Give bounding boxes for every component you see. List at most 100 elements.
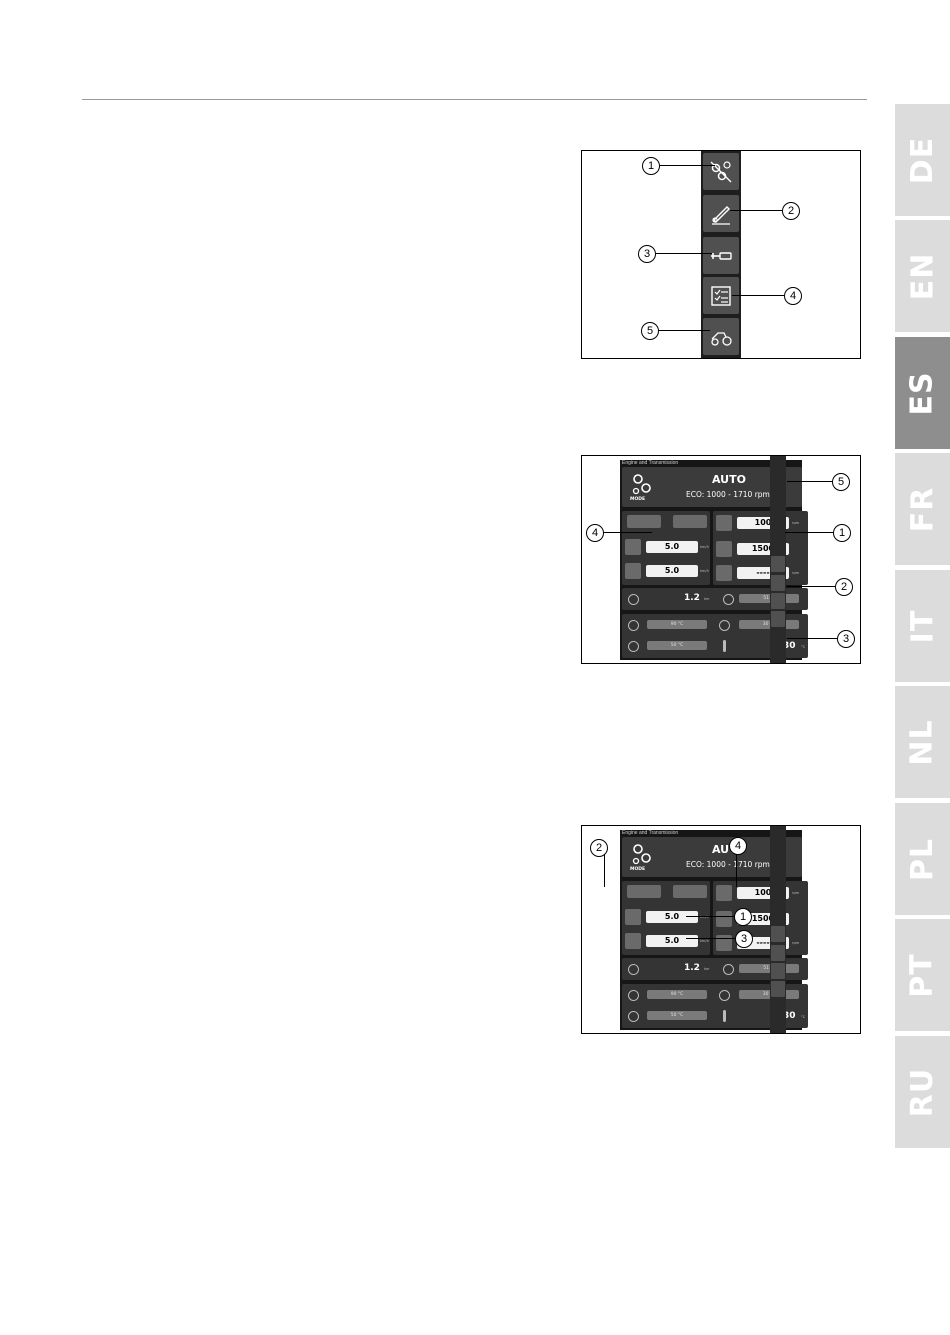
callout-2: 2 bbox=[590, 839, 608, 857]
coolant-temp-bar: 90 °C bbox=[647, 620, 707, 629]
speed-set-1-icon bbox=[625, 909, 641, 925]
speed-panel: 5.0 km/h 5.0 km/h bbox=[622, 881, 710, 955]
lang-tab-nl[interactable]: NL bbox=[895, 686, 950, 798]
side-menu bbox=[770, 456, 786, 663]
lang-tab-ru[interactable]: RU bbox=[895, 1036, 950, 1148]
lang-tab-en[interactable]: EN bbox=[895, 220, 950, 332]
fuel-icon bbox=[719, 620, 730, 631]
callout-3: 3 bbox=[837, 630, 855, 648]
callout-5: 5 bbox=[832, 473, 850, 491]
lang-tab-pt[interactable]: PT bbox=[895, 919, 950, 1031]
side-engine-icon[interactable] bbox=[771, 556, 785, 572]
side-engine-icon[interactable] bbox=[771, 926, 785, 942]
header-rule bbox=[82, 99, 867, 100]
callout-3: 3 bbox=[638, 245, 656, 263]
speed-field-1[interactable]: 5.0 bbox=[646, 541, 698, 553]
rpm-memory-3-icon bbox=[716, 935, 732, 951]
cruise-preset-2-button[interactable] bbox=[673, 515, 707, 528]
rpm-memory-1-icon bbox=[716, 515, 732, 531]
fuel-icon bbox=[719, 990, 730, 1001]
engine-load-bar: 51 % bbox=[739, 964, 799, 973]
oil-temp-bar: 50 °C bbox=[647, 1011, 707, 1020]
transmission-oil-icon bbox=[628, 1011, 639, 1022]
rpm-memory-1-icon bbox=[716, 885, 732, 901]
lang-tab-it[interactable]: IT bbox=[895, 570, 950, 682]
callout-1: 1 bbox=[642, 157, 660, 175]
thermometer-icon bbox=[723, 640, 726, 652]
hitch-icon[interactable] bbox=[703, 237, 739, 274]
coolant-temp-bar: 90 °C bbox=[647, 990, 707, 999]
rpm-memory-3-icon bbox=[716, 565, 732, 581]
side-checklist-icon[interactable] bbox=[771, 981, 785, 997]
lang-tab-es[interactable]: ES bbox=[895, 337, 950, 449]
figure-engine-screen: Engine and Transmission MODE AUTO ECO: 1… bbox=[581, 455, 861, 664]
lang-tab-de[interactable]: DE bbox=[895, 104, 950, 216]
distance-icon bbox=[628, 964, 639, 975]
screen-title: Engine and Transmission bbox=[622, 460, 679, 466]
tractor-icon[interactable] bbox=[703, 318, 739, 355]
gearbox-mode-icon[interactable] bbox=[630, 471, 654, 497]
rpm-panel: 100 rpm 1500 ---- rpm bbox=[713, 511, 808, 585]
engine-coolant-icon bbox=[628, 990, 639, 1001]
checklist-icon[interactable] bbox=[703, 277, 739, 314]
lang-tab-pl[interactable]: PL bbox=[895, 803, 950, 915]
speed-set-2-icon bbox=[625, 933, 641, 949]
rpm-panel: 100 rpm 1500 ---- rpm bbox=[713, 881, 808, 955]
engine-coolant-icon bbox=[628, 620, 639, 631]
callout-4: 4 bbox=[784, 287, 802, 305]
gearbox-mode-icon[interactable] bbox=[630, 841, 654, 867]
speed-field-2[interactable]: 5.0 bbox=[646, 565, 698, 577]
figure-engine-screen-detail: Engine and Transmission MODE AUTO ECO: 1… bbox=[581, 825, 861, 1034]
callout-1: 1 bbox=[833, 524, 851, 542]
menu-strip bbox=[701, 151, 741, 358]
engine-load-icon bbox=[723, 964, 734, 975]
engine-transmission-icon[interactable] bbox=[703, 153, 739, 190]
speed-field-1[interactable]: 5.0 bbox=[646, 911, 698, 923]
rpm-memory-2-icon bbox=[716, 541, 732, 557]
mode-label: MODE bbox=[630, 867, 646, 872]
side-hitch-icon[interactable] bbox=[771, 963, 785, 979]
eco-range: ECO: 1000 - 1710 rpm bbox=[686, 490, 770, 499]
mode-label: MODE bbox=[630, 497, 646, 502]
oil-temp-bar: 50 °C bbox=[647, 641, 707, 650]
callout-4: 4 bbox=[586, 524, 604, 542]
lang-tab-fr[interactable]: FR bbox=[895, 453, 950, 565]
distance-load-row: 1.2 km 51 % bbox=[622, 958, 808, 980]
thermometer-icon bbox=[723, 1010, 726, 1022]
distance-load-row: 1.2 km 51 % bbox=[622, 588, 808, 610]
fuel-temp-bar: 30 °C bbox=[739, 620, 799, 629]
mode-value[interactable]: AUTO bbox=[712, 473, 746, 486]
side-implement-icon[interactable] bbox=[771, 575, 785, 591]
callout-2: 2 bbox=[835, 578, 853, 596]
ambient-temp: 30 bbox=[783, 1011, 796, 1021]
engine-load-icon bbox=[723, 594, 734, 605]
implement-icon[interactable] bbox=[703, 195, 739, 232]
eco-range: ECO: 1000 - 1710 rpm bbox=[686, 860, 770, 869]
speed-panel: 5.0 km/h 5.0 km/h bbox=[622, 511, 710, 585]
fuel-temp-bar: 30 °C bbox=[739, 990, 799, 999]
side-checklist-icon[interactable] bbox=[771, 611, 785, 627]
rpm-memory-2-icon bbox=[716, 911, 732, 927]
cruise-preset-1-button[interactable] bbox=[627, 885, 661, 898]
cruise-preset-1-button[interactable] bbox=[627, 515, 661, 528]
distance-value: 1.2 bbox=[684, 593, 700, 603]
speed-set-2-icon bbox=[625, 563, 641, 579]
speed-set-1-icon bbox=[625, 539, 641, 555]
cruise-preset-2-button[interactable] bbox=[673, 885, 707, 898]
callout-3: 3 bbox=[735, 930, 753, 948]
screen-title: Engine and Transmission bbox=[622, 830, 679, 836]
side-implement-icon[interactable] bbox=[771, 945, 785, 961]
speed-field-2[interactable]: 5.0 bbox=[646, 935, 698, 947]
engine-load-bar: 51 % bbox=[739, 594, 799, 603]
side-menu bbox=[770, 826, 786, 1033]
figure-icon-strip: 1 2 3 4 5 bbox=[581, 150, 861, 359]
distance-icon bbox=[628, 594, 639, 605]
ambient-temp: 30 bbox=[783, 641, 796, 651]
callout-4: 4 bbox=[729, 837, 747, 855]
callout-5: 5 bbox=[641, 322, 659, 340]
side-hitch-icon[interactable] bbox=[771, 593, 785, 609]
distance-value: 1.2 bbox=[684, 963, 700, 973]
callout-1: 1 bbox=[734, 908, 752, 926]
callout-2: 2 bbox=[782, 202, 800, 220]
transmission-oil-icon bbox=[628, 641, 639, 652]
